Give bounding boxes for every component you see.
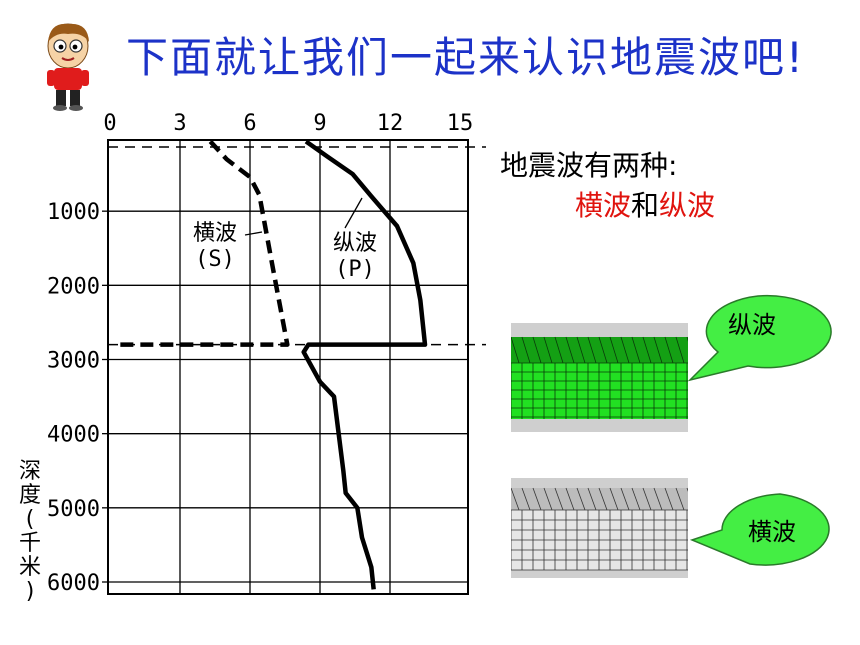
x-tick-label: 9 — [313, 111, 326, 136]
y-tick-label: 5000 — [47, 497, 100, 522]
x-tick-label: 12 — [377, 111, 404, 136]
series-label-sub: (S) — [195, 247, 235, 272]
s-wave-simulation — [510, 478, 696, 578]
y-axis-label-char: 米 — [19, 555, 41, 580]
series-leader-line — [344, 197, 363, 229]
y-axis-label-char: 度 — [19, 483, 41, 508]
p-wave-line — [301, 139, 428, 590]
p-wave-simulation — [510, 323, 696, 432]
cartoon-boy-icon — [47, 23, 89, 111]
y-tick-label: 4000 — [47, 423, 100, 448]
x-tick-label: 6 — [243, 111, 256, 136]
s-wave-grid-graphic — [510, 487, 696, 571]
y-axis-label-char: ( — [26, 507, 35, 532]
y-tick-label: 3000 — [47, 349, 100, 374]
x-tick-label: 15 — [447, 111, 474, 136]
series-leader-line — [244, 231, 263, 236]
y-axis-label-char: 深 — [19, 459, 41, 484]
p-wave-bubble-label: 纵波 — [728, 311, 776, 339]
y-axis-label-char: ) — [26, 579, 35, 604]
series-label-main: 纵波 — [333, 231, 377, 256]
y-axis-label-char: 千 — [19, 531, 41, 556]
connector-text: 和 — [631, 189, 660, 222]
y-tick-label: 1000 — [47, 200, 100, 225]
longitudinal-wave-text: 纵波 — [659, 189, 716, 222]
transverse-wave-text: 横波 — [575, 189, 632, 222]
p-wave-grid-graphic — [510, 336, 696, 419]
series-label-main: 横波 — [193, 221, 237, 246]
x-tick-label: 3 — [173, 111, 186, 136]
y-tick-label: 2000 — [47, 274, 100, 299]
intro-text: 地震波有两种: — [500, 149, 678, 182]
s-wave-line — [114, 139, 290, 347]
y-tick-label: 6000 — [47, 571, 100, 596]
plot-frame — [107, 139, 469, 595]
x-tick-label: 0 — [103, 111, 116, 136]
s-wave-bubble-label: 横波 — [748, 518, 796, 546]
wave-types-text: 横波和纵波 — [575, 184, 715, 224]
slide-title: 下面就让我们一起来认识地震波吧! — [126, 33, 805, 82]
series-label-sub: (P) — [335, 257, 375, 282]
